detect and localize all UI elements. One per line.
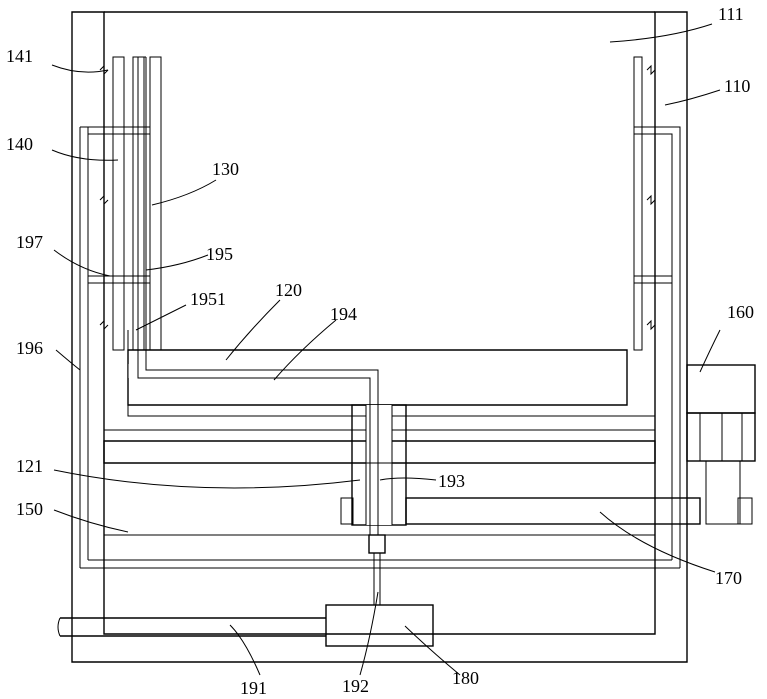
valve-192	[369, 535, 385, 605]
label-192: 192	[342, 676, 369, 696]
label-1951: 1951	[190, 289, 226, 309]
label-196: 196	[16, 338, 43, 358]
label-180: 180	[452, 668, 479, 688]
drive-shaft	[341, 498, 752, 524]
label-111: 111	[718, 4, 744, 24]
label-150: 150	[16, 499, 43, 519]
label-197: 197	[16, 232, 43, 252]
label-121: 121	[16, 456, 43, 476]
label-160: 160	[727, 302, 754, 322]
label-130: 130	[212, 159, 239, 179]
spring-marks	[100, 66, 655, 329]
label-170: 170	[715, 568, 742, 588]
heating-plate-right	[634, 57, 642, 350]
central-column	[352, 405, 406, 535]
side-pipe-left	[80, 127, 150, 568]
label-194: 194	[330, 304, 357, 324]
label-195: 195	[206, 244, 233, 264]
label-191: 191	[240, 678, 267, 698]
label-110: 110	[724, 76, 750, 96]
label-140: 140	[6, 134, 33, 154]
label-193: 193	[438, 471, 465, 491]
pump-180	[326, 605, 433, 646]
label-141: 141	[6, 46, 33, 66]
heating-plate-left	[113, 57, 161, 350]
motor-160	[687, 365, 755, 524]
label-120: 120	[275, 280, 302, 300]
side-pipe-right	[634, 127, 680, 568]
